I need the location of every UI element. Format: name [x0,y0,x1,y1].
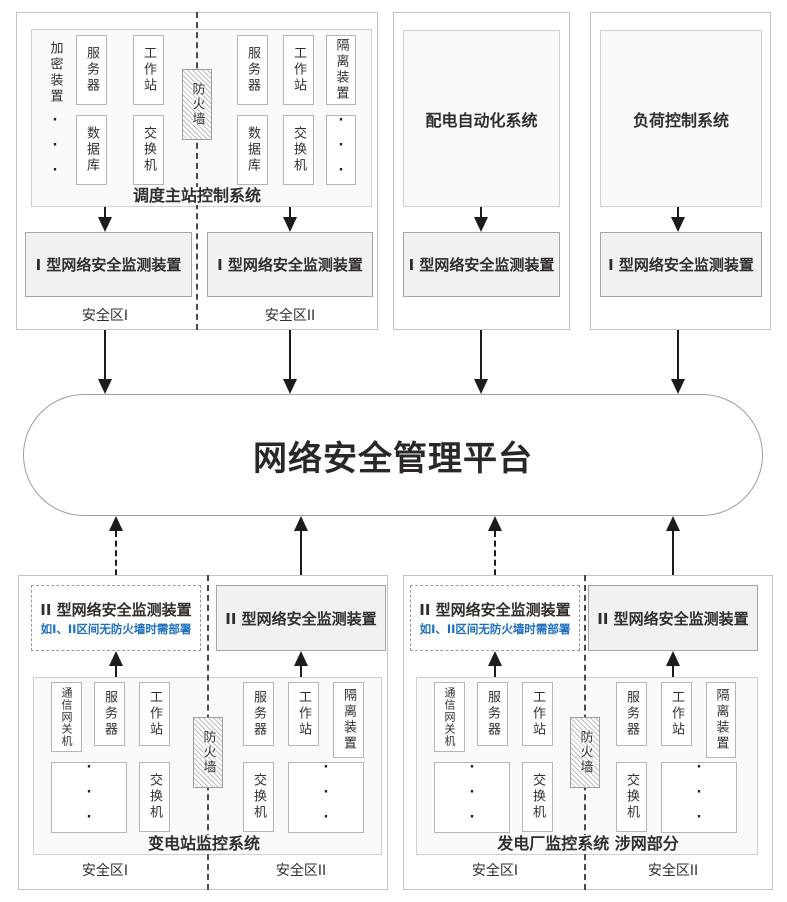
ellipsis-dots-box: ··· [288,762,364,833]
monitor-type2-substation-optional: II 型网络安全监测装置 如I、II区间无防火墙时需部署 [31,585,201,651]
monitor-type1-dispatch-z2: I 型网络安全监测装置 [207,232,373,297]
component-workstation: 工作站 [522,682,553,746]
platform-label: 网络安全管理平台 [253,438,533,479]
component-encrypt-device: 加密装置 [47,41,63,105]
component-switch: 交换机 [283,115,314,185]
zone-label-2: 安全区II [643,863,703,879]
monitor-type2-powerplant: II 型网络安全监测装置 [588,585,758,651]
ellipsis-dots-box: ··· [434,762,510,833]
system-box-distribution: 配电自动化系统 [403,30,560,207]
monitor-type2-powerplant-optional: II 型网络安全监测装置 如I、II区间无防火墙时需部署 [410,585,580,651]
arrow-powerplant-to-dashed-monitor [487,651,503,677]
arrow-z1-to-platform [97,330,113,394]
ellipsis-dots-box: ··· [661,762,737,833]
system-box-load: 负荷控制系统 [600,30,762,207]
component-server: 服务器 [94,682,125,746]
component-switch: 交换机 [616,762,647,832]
arrow-substation-to-solid-monitor [293,651,309,677]
component-server: 服务器 [237,35,268,105]
arrow-substation-dashed-to-platform [108,516,124,585]
firewall-box: 防火墙 [570,717,600,788]
monitor-deploy-note: 如I、II区间无防火墙时需部署 [419,622,571,636]
component-switch: 交换机 [133,115,164,185]
component-workstation: 工作站 [139,682,170,746]
component-workstation: 工作站 [288,682,319,746]
system-label-substation: 变电站监控系统 [142,835,266,853]
firewall-box: 防火墙 [182,69,212,140]
component-isolation-device: 隔离装置 [326,35,356,105]
component-server: 服务器 [243,682,274,746]
component-workstation: 工作站 [133,35,164,105]
arrow-dispatch-z1-to-monitor [97,207,113,232]
component-database: 数据库 [237,115,268,185]
monitor-type1-dispatch-z1: I 型网络安全监测装置 [25,232,192,297]
zone-divider-dispatch [196,12,198,330]
component-server: 服务器 [616,682,647,746]
component-comm-gateway: 通信网关机 [434,682,465,752]
component-switch: 交换机 [139,762,170,832]
component-server: 服务器 [76,35,107,105]
zone-label-1: 安全区I [77,863,133,879]
component-database: 数据库 [76,115,107,185]
component-workstation: 工作站 [661,682,692,746]
ellipsis-dots-box: ··· [51,762,127,833]
firewall-box: 防火墙 [193,717,223,788]
arrow-powerplant-solid-to-platform [665,516,681,585]
monitor-type1-distribution: I 型网络安全监测装置 [403,232,560,297]
system-label-dispatch: 调度主站控制系统 [127,187,267,205]
system-label-load: 负荷控制系统 [632,110,729,130]
arrow-load-to-monitor [670,207,686,232]
component-server: 服务器 [477,682,508,746]
arrow-distribution-to-platform [473,330,489,394]
component-isolation-device: 隔离装置 [706,682,736,758]
component-switch: 交换机 [522,762,553,832]
monitor-type2-substation: II 型网络安全监测装置 [216,585,386,651]
component-switch: 交换机 [243,762,274,832]
arrow-dispatch-z2-to-monitor [282,207,298,232]
ellipsis-dots: ··· [47,116,63,184]
arrow-substation-to-dashed-monitor [108,651,124,677]
monitor-type1-load: I 型网络安全监测装置 [600,232,762,297]
arrow-distribution-to-monitor [473,207,489,232]
ellipsis-dots-box: ··· [326,115,356,185]
zone-label-1: 安全区I [77,308,133,324]
system-label-distribution: 配电自动化系统 [425,110,538,130]
arrow-powerplant-to-solid-monitor [665,651,681,677]
zone-label-1: 安全区I [467,863,523,879]
arrow-substation-solid-to-platform [293,516,309,585]
component-workstation: 工作站 [283,35,314,105]
component-comm-gateway: 通信网关机 [51,682,82,752]
component-isolation-device: 隔离装置 [333,682,364,758]
zone-label-2: 安全区II [271,863,331,879]
arrow-z2-to-platform [282,330,298,394]
monitor-deploy-note: 如I、II区间无防火墙时需部署 [40,622,192,636]
zone-label-2: 安全区II [260,308,320,324]
system-label-powerplant: 发电厂监控系统 涉网部分 [492,835,684,853]
network-security-management-platform: 网络安全管理平台 [23,394,763,516]
arrow-load-to-platform [670,330,686,394]
arrow-powerplant-dashed-to-platform [487,516,503,585]
